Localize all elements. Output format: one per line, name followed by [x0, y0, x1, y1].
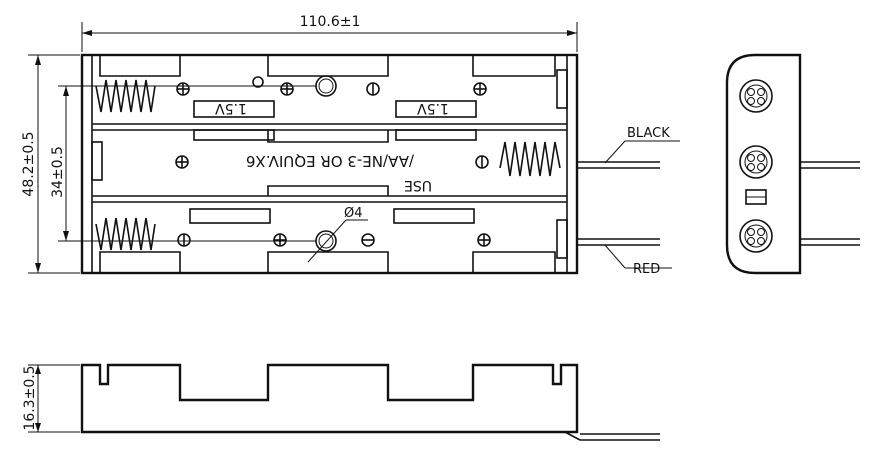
red-wire [577, 238, 672, 269]
small-hole [252, 76, 264, 88]
side-view [80, 363, 660, 441]
plus-icon [280, 82, 294, 96]
inner-height-dimension [58, 85, 316, 242]
plus-icon [473, 82, 487, 96]
outer-height-dimension [28, 54, 80, 274]
terminal-plate [189, 208, 271, 224]
depth-dimension [28, 364, 80, 433]
spring-icon [95, 79, 156, 113]
minus-icon [177, 233, 191, 247]
terminal-connector-icon [739, 79, 773, 113]
top-view [80, 53, 680, 275]
plus-icon [477, 233, 491, 247]
minus-icon [361, 233, 375, 247]
voltage-label: 1.5V [417, 100, 449, 116]
spring-icon [499, 141, 561, 177]
terminal-plate [395, 100, 477, 118]
width-dimension-label: 110.6±1 [300, 14, 361, 30]
red-wire-label: RED [633, 262, 660, 277]
depth-label: 16.3±0.5 [22, 365, 38, 430]
end-view [725, 53, 860, 275]
battery-spec-text: /AA/NE-3 OR EQUIV.X6 [246, 152, 414, 170]
hole-diameter-label: Ø4 [344, 206, 363, 221]
plus-icon [176, 82, 190, 96]
terminal-plate [393, 208, 475, 224]
terminal-plate [193, 100, 275, 118]
terminal-connector-icon [739, 145, 773, 179]
use-text: USE [404, 177, 432, 193]
black-wire [577, 140, 680, 169]
width-dimension [81, 22, 578, 52]
outer-height-label: 48.2±0.5 [21, 131, 37, 196]
plus-icon [273, 233, 287, 247]
voltage-label: 1.5V [215, 100, 247, 116]
spring-icon [95, 217, 156, 251]
plus-icon [175, 155, 189, 169]
holder-outline [80, 53, 579, 275]
minus-icon [366, 82, 380, 96]
minus-icon [475, 155, 489, 169]
black-wire-label: BLACK [627, 126, 670, 141]
inner-height-label: 34±0.5 [50, 146, 66, 198]
terminal-connector-icon [739, 219, 773, 253]
